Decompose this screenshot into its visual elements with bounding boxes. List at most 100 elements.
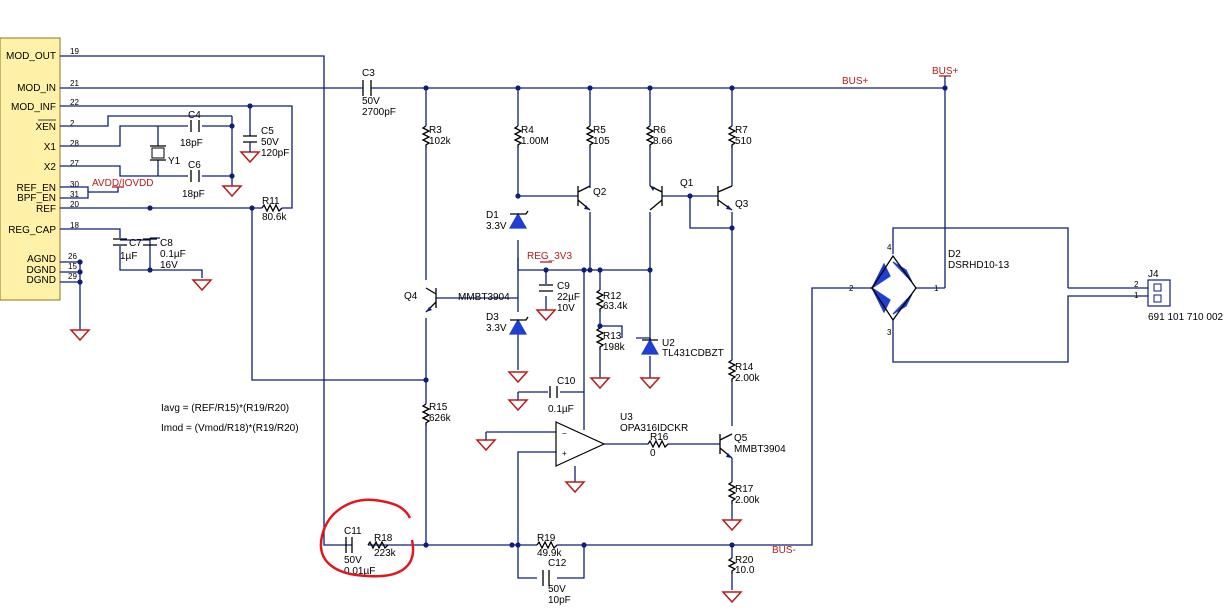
svg-text:OPA316IDCKR: OPA316IDCKR: [620, 423, 688, 434]
ic-pin-mod-in: MOD_IN 21: [17, 79, 79, 94]
svg-text:2: 2: [849, 284, 854, 293]
ground-symbol-opamp-in: [476, 439, 496, 451]
svg-text:63.4k: 63.4k: [603, 301, 628, 312]
svg-text:R20: R20: [735, 555, 754, 566]
svg-text:R3: R3: [429, 125, 442, 136]
capacitor-c8: C8 0.1µF 16V: [143, 238, 186, 271]
ground-symbol-c10: [508, 399, 528, 411]
junctions-left: [77, 85, 948, 285]
svg-text:50V: 50V: [261, 137, 279, 148]
svg-text:R14: R14: [735, 362, 754, 373]
svg-text:Q2: Q2: [593, 187, 607, 198]
opamp-u3: − + U3 OPA316IDCKR: [555, 412, 688, 467]
capacitor-c10: C10 0.1µF: [548, 376, 576, 415]
svg-text:198k: 198k: [603, 342, 626, 353]
svg-text:30: 30: [70, 180, 79, 189]
svg-text:1: 1: [1134, 291, 1139, 300]
ic-pin-dgnd-2: DGND 29: [27, 272, 78, 286]
svg-text:16V: 16V: [160, 260, 178, 271]
svg-text:−: −: [562, 429, 567, 438]
svg-text:2700pF: 2700pF: [362, 107, 396, 118]
svg-text:R17: R17: [735, 484, 754, 495]
svg-text:C7: C7: [129, 238, 142, 249]
crystal-y1: Y1: [150, 145, 181, 167]
svg-text:U3: U3: [620, 412, 633, 423]
svg-text:10V: 10V: [557, 303, 575, 314]
equation-iavg: Iavg = (REF/R15)*(R19/R20): [161, 403, 289, 414]
wires-ic-area: [60, 55, 946, 546]
ic-pin-ref: REF 20: [36, 200, 79, 215]
svg-text:C8: C8: [160, 238, 173, 249]
svg-text:R15: R15: [429, 402, 448, 413]
svg-text:AGND: AGND: [27, 254, 56, 265]
resistor-r7: R7 510: [727, 125, 752, 148]
ic-pin-agnd: AGND 26: [27, 252, 77, 265]
svg-text:3.3V: 3.3V: [486, 323, 507, 334]
svg-text:R6: R6: [653, 125, 666, 136]
ic-pin-reg-cap: REG_CAP 18: [8, 221, 79, 236]
svg-text:C6: C6: [188, 160, 201, 171]
svg-text:R13: R13: [603, 331, 622, 342]
svg-text:1.00M: 1.00M: [521, 136, 549, 147]
transistor-q4: Q4 MMBT3904: [404, 287, 510, 313]
shunt-regulator-u2: U2 TL431CDBZT: [640, 338, 724, 359]
svg-text:DSRHD10-13: DSRHD10-13: [948, 260, 1010, 271]
svg-text:X2: X2: [44, 162, 57, 173]
ic-body: [0, 37, 61, 301]
svg-text:2.00k: 2.00k: [735, 495, 760, 506]
svg-text:50V: 50V: [362, 96, 380, 107]
svg-text:U2: U2: [662, 338, 675, 349]
transistor-q1: Q1: [649, 178, 694, 211]
svg-text:Q5: Q5: [734, 433, 748, 444]
svg-text:2.00k: 2.00k: [735, 373, 760, 384]
svg-text:MOD_INF: MOD_INF: [11, 102, 56, 113]
capacitor-c5: C5 50V 120pF: [243, 126, 289, 159]
ic-pin-dgnd-1: DGND 15: [27, 262, 78, 276]
svg-text:REF: REF: [36, 204, 56, 215]
svg-text:18pF: 18pF: [180, 138, 203, 149]
svg-text:C11: C11: [344, 526, 362, 537]
svg-text:120pF: 120pF: [261, 148, 289, 159]
resistor-r4: R4 1.00M: [513, 125, 549, 148]
resistor-r3: R3 102k: [421, 125, 452, 148]
ic-pin-mod-inf: MOD_INF 22: [11, 98, 79, 113]
net-label-bus-minus: BUS-: [772, 545, 796, 556]
svg-text:D1: D1: [486, 210, 499, 221]
svg-text:MOD_IN: MOD_IN: [17, 83, 56, 94]
svg-text:MOD_OUT: MOD_OUT: [6, 51, 56, 62]
svg-text:8.66: 8.66: [653, 136, 673, 147]
svg-text:D2: D2: [948, 249, 961, 260]
svg-text:2: 2: [70, 119, 75, 128]
svg-text:0.01µF: 0.01µF: [344, 566, 375, 577]
svg-text:Q3: Q3: [735, 199, 749, 210]
svg-text:C12: C12: [548, 558, 567, 569]
svg-text:R12: R12: [603, 291, 622, 302]
svg-text:AVDD/IOVDD: AVDD/IOVDD: [92, 178, 154, 189]
svg-text:1: 1: [934, 284, 939, 293]
svg-text:BUS-: BUS-: [772, 545, 796, 556]
svg-text:102k: 102k: [429, 136, 452, 147]
svg-text:DGND: DGND: [27, 265, 56, 276]
svg-text:R4: R4: [521, 125, 534, 136]
ground-symbol-r17: [722, 519, 742, 531]
resistor-r12: R12 63.4k: [595, 289, 628, 312]
svg-text:80.6k: 80.6k: [262, 212, 287, 223]
resistor-r18: R18 223k: [367, 533, 397, 559]
svg-text:3.3V: 3.3V: [486, 221, 507, 232]
svg-text:21: 21: [70, 79, 79, 88]
zener-diode-d1: D1 3.3V: [486, 210, 529, 232]
zener-diode-d3: D3 3.3V: [486, 312, 529, 335]
resistor-r11: R11 80.6k: [261, 196, 287, 223]
ground-symbol-r20: [722, 591, 742, 603]
svg-text:15: 15: [68, 262, 77, 271]
resistor-r14: R14 2.00k: [727, 359, 760, 384]
capacitor-c7: C7 1µF: [113, 238, 142, 262]
svg-text:+: +: [562, 449, 567, 458]
svg-text:R7: R7: [735, 125, 748, 136]
svg-text:R19: R19: [537, 533, 556, 544]
svg-text:Q4: Q4: [404, 291, 418, 302]
svg-text:50V: 50V: [548, 584, 566, 595]
svg-text:22µF: 22µF: [557, 292, 580, 303]
ground-symbol-u2: [640, 377, 660, 389]
